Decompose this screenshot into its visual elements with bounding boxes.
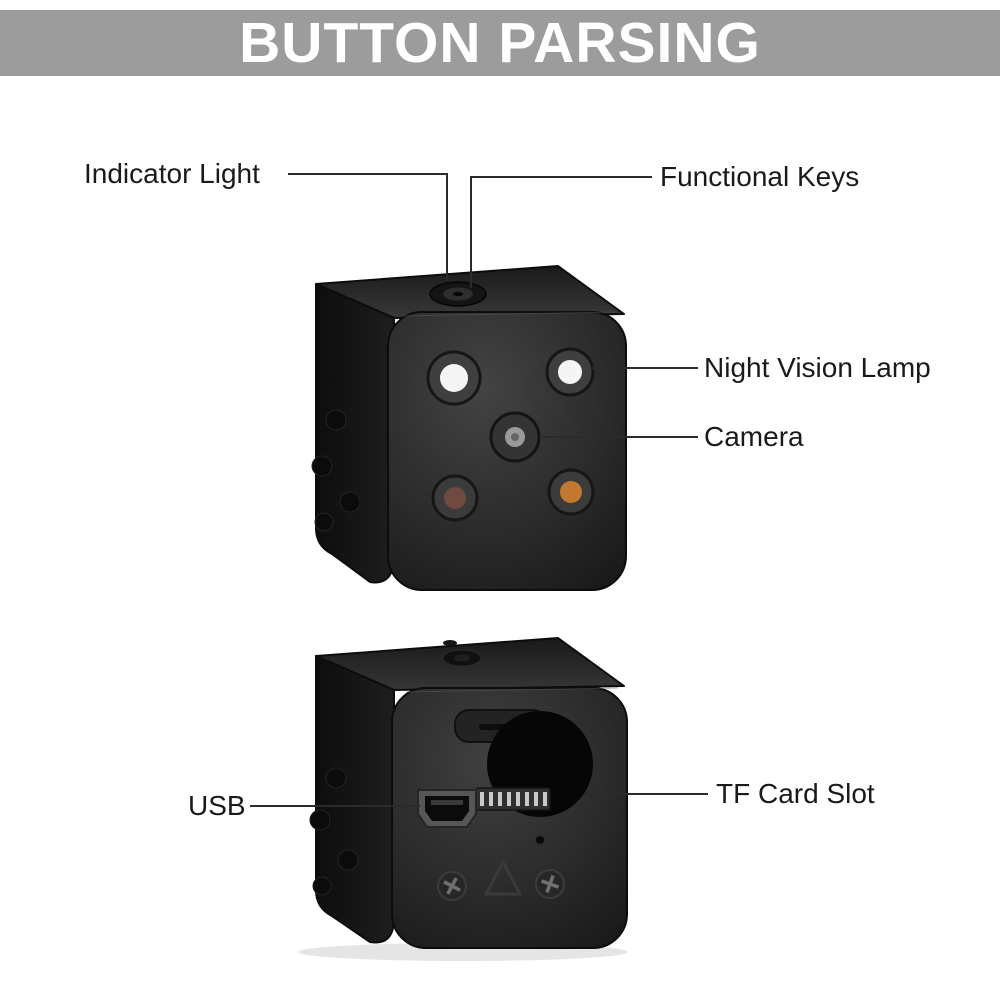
leader-line-indicator-light-h bbox=[288, 173, 446, 175]
cube-left-face bbox=[315, 655, 395, 944]
label-camera: Camera bbox=[704, 421, 804, 452]
page-title: BUTTON PARSING bbox=[239, 11, 761, 75]
screw-right bbox=[535, 869, 565, 899]
label-indicator-light: Indicator Light bbox=[84, 158, 260, 189]
tf-card-contact-pins bbox=[475, 787, 551, 811]
leader-line-functional-keys-v bbox=[470, 176, 472, 288]
leader-line-usb bbox=[250, 805, 420, 807]
front-dot-orange bbox=[547, 468, 595, 516]
night-vision-lamp-right bbox=[545, 347, 595, 397]
leader-line-indicator-light-v bbox=[446, 173, 448, 281]
night-vision-lamp-left bbox=[426, 350, 482, 406]
leader-line-night-vision-lamp bbox=[592, 367, 698, 369]
label-night-vision-lamp: Night Vision Lamp bbox=[704, 352, 931, 383]
leader-line-camera bbox=[540, 436, 698, 438]
label-functional-keys: Functional Keys bbox=[660, 161, 860, 192]
top-function-button bbox=[429, 281, 487, 307]
top-button-rear-glimpse bbox=[442, 640, 482, 667]
device-back-view-illustration bbox=[298, 637, 628, 961]
title-banner: BUTTON PARSING bbox=[0, 10, 1000, 76]
left-face-dice-dots bbox=[311, 409, 361, 532]
left-face-dice-dots bbox=[309, 767, 359, 896]
label-usb: USB bbox=[188, 790, 246, 821]
usb-port bbox=[417, 789, 477, 828]
cube-left-face bbox=[315, 283, 395, 584]
screw-left bbox=[437, 871, 467, 901]
camera-lens bbox=[489, 411, 541, 463]
front-dot-maroon bbox=[431, 474, 479, 522]
reset-hole bbox=[534, 834, 546, 846]
front-face-edge-highlight bbox=[401, 311, 617, 317]
label-tf-card-slot: TF Card Slot bbox=[716, 778, 875, 809]
leader-line-functional-keys-h bbox=[470, 176, 652, 178]
device-front-view-illustration bbox=[311, 265, 627, 591]
leader-line-tf-card-slot bbox=[584, 793, 708, 795]
back-panel-edge-highlight bbox=[405, 687, 619, 693]
triangle-mark bbox=[484, 860, 522, 896]
